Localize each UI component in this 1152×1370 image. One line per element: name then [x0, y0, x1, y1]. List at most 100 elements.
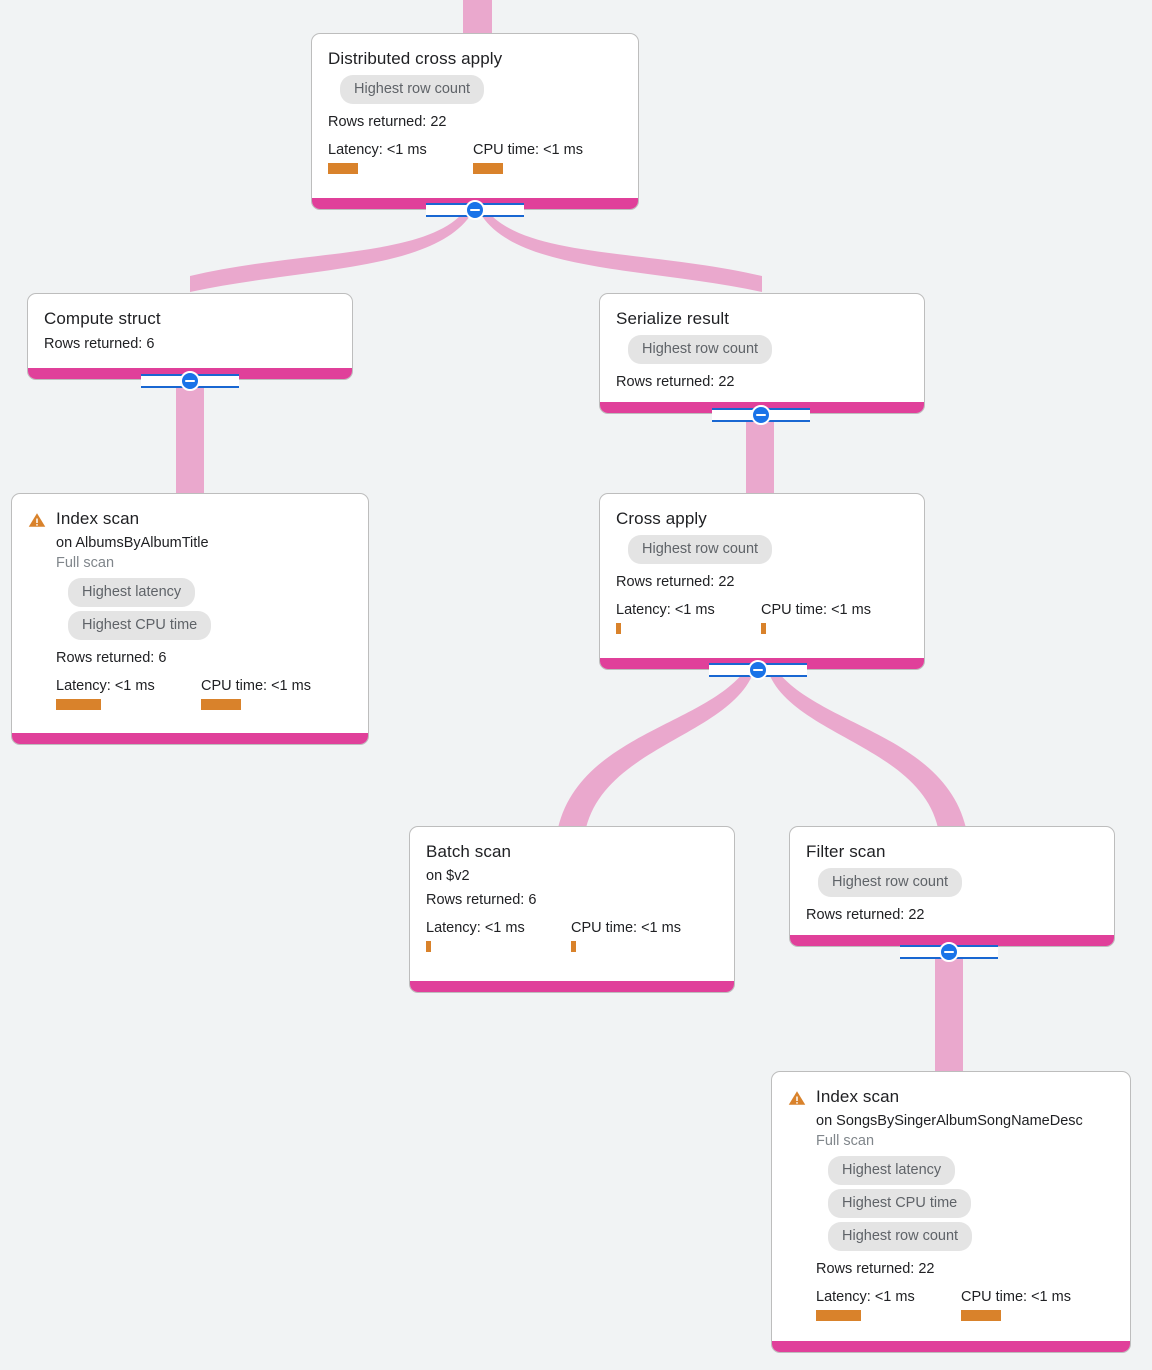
plan-node-batch-scan[interactable]: Batch scan on $v2 Rows returned: 6 Laten… [409, 826, 735, 993]
node-chips: Highest row count [616, 335, 908, 368]
node-title: Compute struct [44, 309, 161, 328]
metric-latency: Latency: <1 ms [56, 677, 201, 710]
node-subtitle: on AlbumsByAlbumTitle [56, 535, 209, 551]
plan-node-filter-scan[interactable]: Filter scan Highest row count Rows retur… [789, 826, 1115, 947]
minus-icon[interactable] [180, 371, 200, 391]
metric-latency: Latency: <1 ms [426, 919, 571, 952]
metric-latency-bar [616, 623, 621, 634]
node-metrics: Latency: <1 ms CPU time: <1 ms [616, 601, 908, 634]
minus-glyph [185, 380, 195, 382]
node-chips: Highest row count [328, 75, 622, 108]
minus-glyph [753, 669, 763, 671]
metric-cpu-time-bar [571, 941, 576, 952]
node-title: Index scan [816, 1087, 900, 1106]
metric-latency: Latency: <1 ms [328, 141, 473, 174]
minus-glyph [470, 209, 480, 211]
metric-cpu-time-label: CPU time: <1 ms [201, 678, 311, 694]
rows-returned: Rows returned: 22 [816, 1261, 935, 1277]
warning-triangle-icon [788, 1091, 806, 1105]
chip-highest-row-count: Highest row count [628, 535, 773, 564]
metric-cpu-time: CPU time: <1 ms [961, 1288, 1071, 1321]
metric-cpu-time-bar [201, 699, 241, 710]
node-title: Serialize result [616, 309, 730, 328]
node-subtitle: on SongsBySingerAlbumSongNameDesc [816, 1113, 1083, 1129]
collapse-button-distributed-cross-apply[interactable] [426, 200, 524, 220]
node-chips: Highest latency Highest CPU time [56, 578, 352, 644]
node-chips: Highest row count [806, 868, 1098, 901]
chip-highest-row-count: Highest row count [340, 75, 485, 104]
metric-latency-label: Latency: <1 ms [816, 1289, 915, 1305]
node-subtitle-scan-type: Full scan [56, 555, 115, 571]
plan-node-distributed-cross-apply[interactable]: Distributed cross apply Highest row coun… [311, 33, 639, 210]
collapse-button-serialize-result[interactable] [712, 405, 810, 425]
chip-highest-cpu-time: Highest CPU time [828, 1189, 972, 1218]
rows-returned: Rows returned: 22 [328, 114, 447, 130]
plan-node-index-scan-songs[interactable]: Index scan on SongsBySingerAlbumSongName… [771, 1071, 1131, 1353]
plan-node-compute-struct[interactable]: Compute struct Rows returned: 6 [27, 293, 353, 380]
metric-latency: Latency: <1 ms [816, 1288, 961, 1321]
collapse-button-filter-scan[interactable] [900, 942, 998, 962]
rows-returned: Rows returned: 22 [616, 574, 735, 590]
minus-glyph [756, 414, 766, 416]
chip-highest-cpu-time: Highest CPU time [68, 611, 212, 640]
minus-icon[interactable] [748, 660, 768, 680]
node-title: Filter scan [806, 842, 886, 861]
metric-latency-bar [816, 1310, 861, 1321]
chip-highest-latency: Highest latency [68, 578, 196, 607]
collapse-button-cross-apply[interactable] [709, 660, 807, 680]
node-title: Batch scan [426, 842, 512, 861]
metric-cpu-time-label: CPU time: <1 ms [761, 602, 871, 618]
metric-latency-label: Latency: <1 ms [616, 602, 715, 618]
metric-latency-label: Latency: <1 ms [56, 678, 155, 694]
node-footer-bar [12, 733, 368, 744]
rows-returned: Rows returned: 6 [426, 892, 537, 908]
metric-latency-label: Latency: <1 ms [328, 142, 427, 158]
node-chips: Highest row count [616, 535, 908, 568]
node-metrics: Latency: <1 ms CPU time: <1 ms [426, 919, 718, 952]
metric-cpu-time: CPU time: <1 ms [571, 919, 681, 952]
metric-cpu-time-label: CPU time: <1 ms [571, 920, 681, 936]
plan-node-cross-apply[interactable]: Cross apply Highest row count Rows retur… [599, 493, 925, 670]
node-chips: Highest latency Highest CPU time Highest… [816, 1156, 1114, 1255]
minus-icon[interactable] [465, 200, 485, 220]
node-subtitle-scan-type: Full scan [816, 1133, 875, 1149]
plan-node-serialize-result[interactable]: Serialize result Highest row count Rows … [599, 293, 925, 414]
node-title: Distributed cross apply [328, 49, 503, 68]
minus-glyph [944, 951, 954, 953]
rows-returned: Rows returned: 6 [44, 336, 155, 352]
node-title: Cross apply [616, 509, 707, 528]
metric-latency-label: Latency: <1 ms [426, 920, 525, 936]
warning-triangle-icon [28, 513, 46, 527]
node-metrics: Latency: <1 ms CPU time: <1 ms [328, 141, 622, 174]
chip-highest-row-count: Highest row count [828, 1222, 973, 1251]
metric-cpu-time-bar [761, 623, 766, 634]
minus-icon[interactable] [751, 405, 771, 425]
metric-latency-bar [56, 699, 101, 710]
collapse-button-compute-struct[interactable] [141, 371, 239, 391]
rows-returned: Rows returned: 6 [56, 650, 167, 666]
node-title: Index scan [56, 509, 140, 528]
node-subtitle: on $v2 [426, 868, 470, 884]
metric-cpu-time-bar [961, 1310, 1001, 1321]
metric-cpu-time-label: CPU time: <1 ms [473, 142, 583, 158]
chip-highest-row-count: Highest row count [628, 335, 773, 364]
metric-latency-bar [426, 941, 431, 952]
metric-latency-bar [328, 163, 358, 174]
chip-highest-latency: Highest latency [828, 1156, 956, 1185]
minus-icon[interactable] [939, 942, 959, 962]
plan-node-index-scan-albums[interactable]: Index scan on AlbumsByAlbumTitle Full sc… [11, 493, 369, 745]
node-metrics: Latency: <1 ms CPU time: <1 ms [56, 677, 352, 710]
metric-cpu-time-bar [473, 163, 503, 174]
metric-cpu-time-label: CPU time: <1 ms [961, 1289, 1071, 1305]
metric-cpu-time: CPU time: <1 ms [201, 677, 311, 710]
node-footer-bar [410, 981, 734, 992]
metric-latency: Latency: <1 ms [616, 601, 761, 634]
node-footer-bar [772, 1341, 1130, 1352]
node-footer-bar [790, 935, 1114, 946]
chip-highest-row-count: Highest row count [818, 868, 963, 897]
metric-cpu-time: CPU time: <1 ms [473, 141, 583, 174]
node-metrics: Latency: <1 ms CPU time: <1 ms [816, 1288, 1114, 1321]
rows-returned: Rows returned: 22 [616, 374, 735, 390]
metric-cpu-time: CPU time: <1 ms [761, 601, 871, 634]
